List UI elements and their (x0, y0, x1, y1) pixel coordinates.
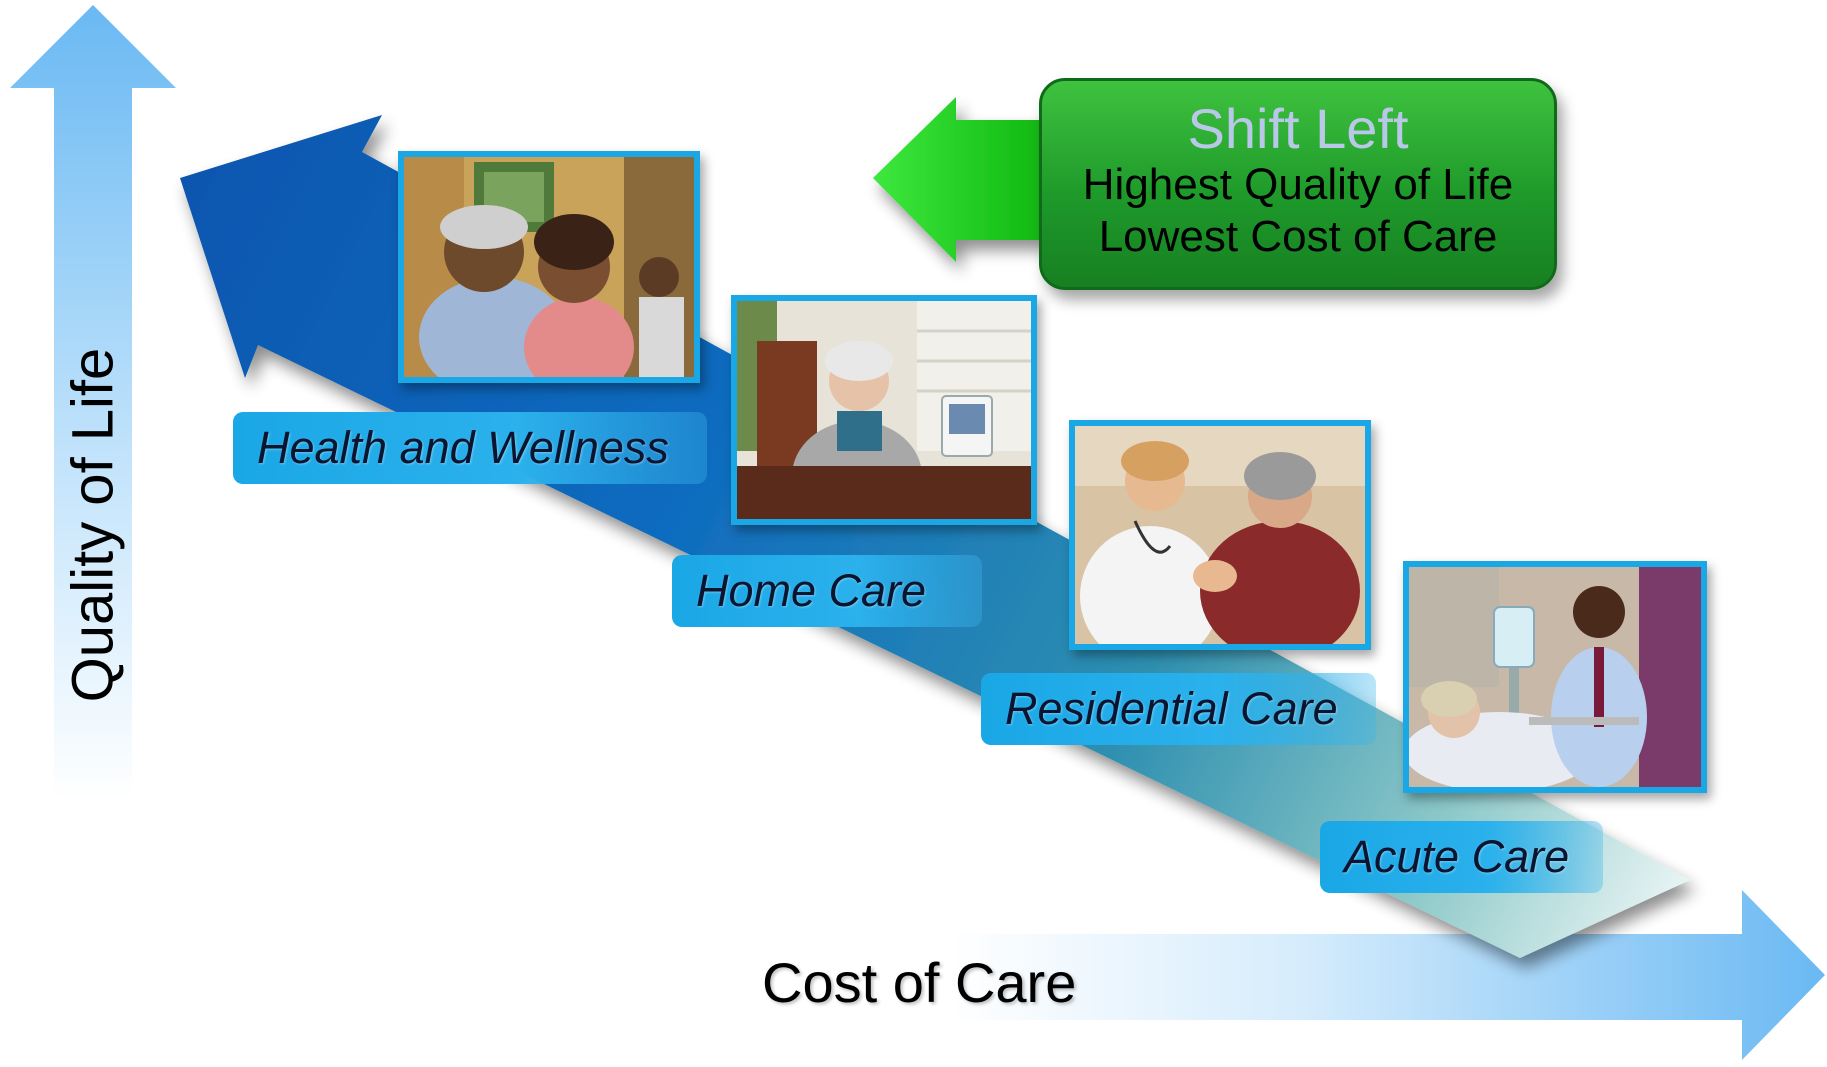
x-axis-arrow (950, 890, 1825, 1060)
doctor-with-hospital-patient-photo (1403, 561, 1707, 793)
nurse-with-elderly-woman-photo (1069, 420, 1371, 650)
stage-label-acute-care: Acute Care (1320, 821, 1603, 893)
stage-label-residential-care: Residential Care (981, 673, 1376, 745)
shift-left-callout: Shift Left Highest Quality of Life Lowes… (1039, 78, 1557, 290)
callout-line-quality: Highest Quality of Life (1082, 160, 1514, 209)
shift-left-arrow (873, 97, 1045, 262)
y-axis-arrow (10, 5, 176, 800)
stage-label-health-and-wellness: Health and Wellness (233, 412, 707, 484)
stage-label-home-care: Home Care (672, 555, 982, 627)
y-axis-label: Quality of Life (60, 347, 126, 703)
callout-line-cost: Lowest Cost of Care (1098, 212, 1498, 261)
x-axis-label: Cost of Care (762, 951, 1077, 1014)
callout-title: Shift Left (1187, 97, 1409, 160)
grandmother-and-child-photo (398, 151, 700, 383)
senior-woman-at-table-photo (731, 295, 1037, 525)
